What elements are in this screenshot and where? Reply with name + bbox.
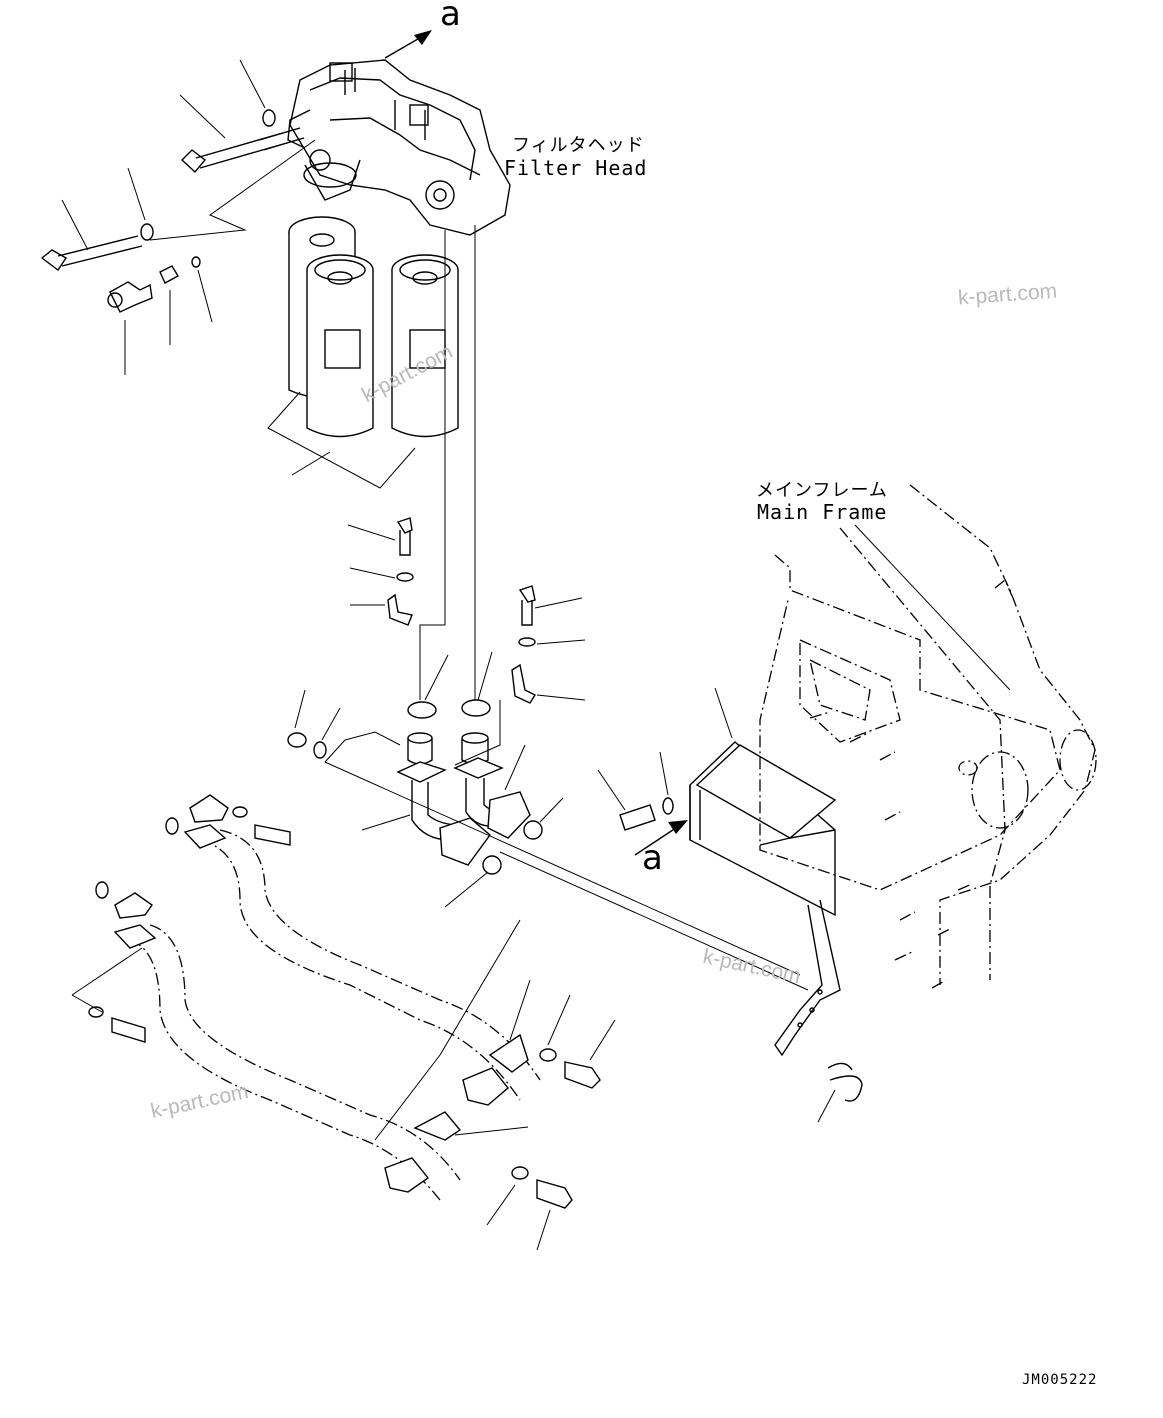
main-frame-label-en: Main Frame [757, 500, 888, 524]
filter-bracket [597, 687, 863, 1123]
filter-head [287, 59, 511, 236]
lower-hoses [71, 794, 541, 1201]
elbow-pipes [287, 689, 809, 991]
lower-clamps [374, 919, 616, 1251]
hose-lines [419, 225, 476, 700]
main-frame [759, 484, 1097, 989]
long-bolt-lower [40, 167, 154, 272]
fittings-left [107, 139, 316, 375]
view-arrow-label-top: a [440, 0, 461, 34]
main-frame-label-jp: メインフレーム [756, 480, 888, 501]
filter-head-label-en: Filter Head [504, 156, 648, 180]
drawing-code: JM005222 [1022, 1372, 1098, 1388]
view-arrow-top [384, 30, 432, 59]
filter-head-label-jp: フィルタヘッド [512, 135, 645, 156]
clamp-bolts [347, 517, 586, 719]
long-bolt-upper [179, 59, 305, 174]
filter-cartridges [267, 216, 459, 489]
view-arrow-label-mid: a [642, 838, 663, 878]
